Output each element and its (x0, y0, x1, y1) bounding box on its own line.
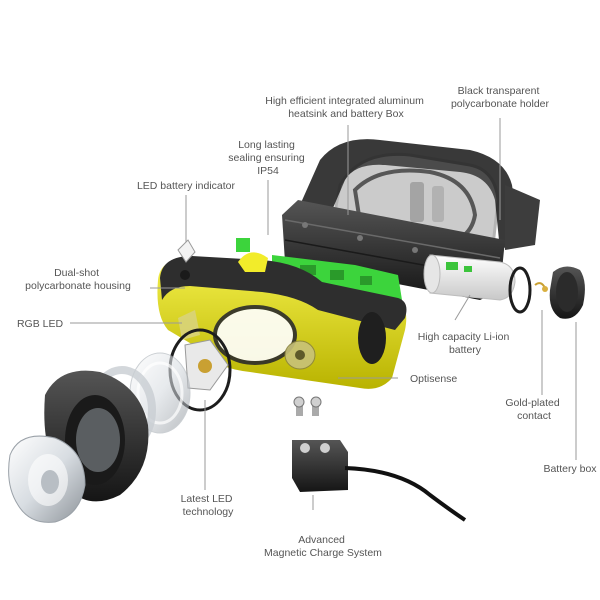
label-heatsink: High efficient integrated aluminum heats… (265, 95, 426, 120)
label-sealing: Long lasting sealing ensuring IP54 (228, 139, 307, 177)
label-li-ion: High capacity Li-ion battery (418, 331, 513, 356)
label-rgb-led: RGB LED (17, 318, 64, 330)
led-indicator-pipe (177, 239, 196, 263)
li-ion-battery (423, 254, 516, 301)
front-assembly (8, 328, 232, 523)
label-holder: Black transparent polycarbonate holder (451, 85, 550, 110)
label-housing: Dual-shot polycarbonate housing (25, 267, 131, 292)
label-optisense: Optisense (410, 373, 457, 385)
battery-box-cap (508, 266, 585, 319)
magnetic-charger (292, 396, 467, 522)
label-latest-led: Latest LED technology (181, 493, 236, 518)
label-battery-box: Battery box (543, 463, 597, 475)
label-gold-contact: Gold-plated contact (505, 397, 562, 422)
label-magnetic-charge: Advanced Magnetic Charge System (264, 534, 382, 559)
leader-lines (70, 118, 577, 510)
label-led-indicator: LED battery indicator (137, 180, 236, 192)
